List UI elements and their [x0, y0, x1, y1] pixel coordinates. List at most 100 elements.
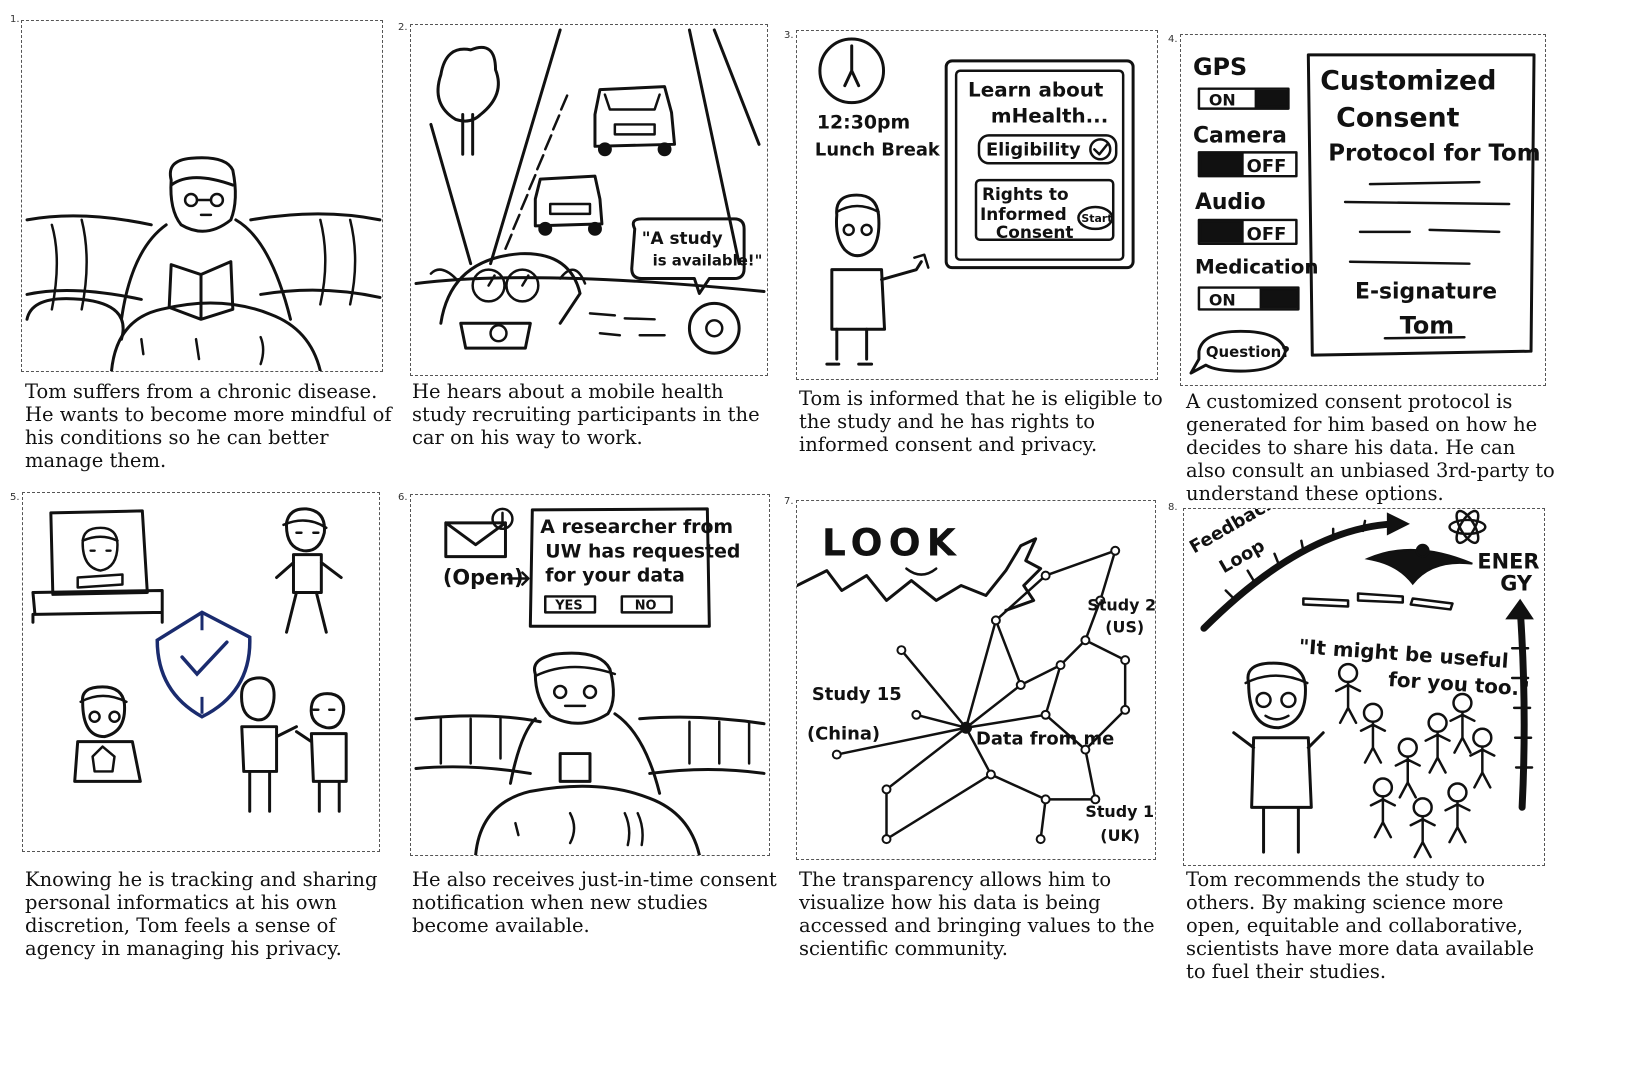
panel-number: 7. [784, 496, 794, 507]
network-edge [885, 773, 993, 841]
network-edge [1039, 798, 1047, 841]
energy-line-2: GY [1500, 572, 1533, 596]
toggle-audio-label: Audio [1195, 190, 1266, 215]
crowd-person [1424, 712, 1451, 774]
study-b-line-1: Study 15 [812, 684, 902, 705]
network-node [1080, 635, 1091, 646]
network-edge [1084, 708, 1127, 751]
network-edge [989, 773, 1047, 801]
network-node [985, 769, 996, 780]
notification-line-2: UW has requested [545, 541, 740, 563]
panel-6-caption: He also receives just-in-time consent no… [412, 868, 777, 937]
network-node [1055, 660, 1066, 671]
panel-2-drawing: "A study is available!" [414, 28, 766, 355]
network-node [1090, 794, 1101, 805]
shield-icon [155, 610, 252, 719]
network-node [1120, 704, 1131, 715]
notification-card [528, 507, 711, 628]
network-node [1080, 744, 1091, 755]
panel-1-illustration [21, 20, 383, 372]
network-edge [1019, 663, 1062, 687]
crowd-person [1369, 777, 1397, 839]
panel-number: 8. [1168, 502, 1178, 513]
doc-title-2: Consent [1336, 102, 1459, 133]
notification-line-3: for your data [545, 565, 685, 587]
no-button [620, 595, 673, 614]
study-c-line-1: Study 13 [1085, 802, 1155, 821]
network-node [1035, 834, 1046, 845]
crowd-person [1394, 737, 1421, 799]
network-edge [964, 726, 993, 776]
study-c-line-2: (UK) [1100, 826, 1140, 845]
network-edge [1099, 549, 1117, 602]
network-edge [1059, 638, 1087, 667]
start-button [1077, 205, 1114, 231]
panel-number: 5. [10, 492, 20, 503]
energy-line-1: ENER [1477, 550, 1539, 574]
crowd-person [1334, 662, 1362, 725]
screen-title-1: Learn about [968, 79, 1104, 102]
crowd [1334, 662, 1496, 859]
toggle-medication-label: Medication [1195, 256, 1319, 279]
panel-4-drawing: GPS ON Camera OFF Audio OFF Medication O… [1189, 53, 1541, 375]
time-label: Lunch Break [815, 139, 941, 160]
network-edge [964, 683, 1022, 729]
time-text: 12:30pm [817, 111, 910, 133]
panel-1-drawing [25, 156, 382, 371]
panel-3-illustration: 12:30pm Lunch Break Learn about mHealth.… [796, 30, 1158, 380]
panel-8-caption: Tom recommends the study to others. By m… [1186, 868, 1535, 983]
network-edge [900, 648, 968, 729]
network-edge [964, 619, 998, 729]
network-node [911, 709, 922, 720]
study-b-line-2: (China) [807, 724, 880, 745]
network-node [1040, 709, 1051, 720]
network-node [1040, 570, 1051, 581]
network-node [881, 784, 892, 795]
esignature-label: E-signature [1355, 279, 1497, 304]
eligibility-box [977, 134, 1118, 165]
network-edge [885, 726, 968, 791]
question-bubble [1189, 329, 1287, 375]
doc-title-3: Protocol for Tom [1328, 140, 1540, 166]
panel-number: 3. [784, 30, 794, 41]
network-edge [1084, 638, 1127, 662]
panel-1-caption: Tom suffers from a chronic disease. He w… [25, 380, 392, 472]
network-edge [964, 713, 1047, 729]
toggle-audio-state: OFF [1247, 224, 1287, 245]
network-graph [831, 545, 1131, 845]
panel-8-illustration: Feedback Loop ENER GY "It might be usefu… [1183, 508, 1545, 866]
rights-line-3: Consent [996, 222, 1074, 242]
network-edge [994, 619, 1022, 687]
panel-2-illustration: "A study is available!" [410, 24, 768, 376]
panel-4-illustration: GPS ON Camera OFF Audio OFF Medication O… [1180, 34, 1546, 386]
quote-line-1: "It might be useful [1298, 635, 1509, 673]
crowd-person [1449, 692, 1476, 754]
speech-line-2: is available!" [653, 252, 763, 270]
network-node [831, 749, 842, 760]
study-a-line-2: (US) [1105, 617, 1144, 636]
network-center-node [960, 721, 973, 734]
network-node [990, 615, 1001, 626]
panel-6-drawing: (Open) A researcher from UW has requeste… [414, 507, 766, 855]
toggle-camera-label: Camera [1193, 123, 1287, 148]
panel-2-caption: He hears about a mobile health study rec… [412, 380, 760, 449]
crowd-person [1409, 797, 1436, 859]
doc-title-1: Customized [1320, 66, 1496, 97]
atom-icon [1448, 509, 1487, 545]
network-edge [1084, 748, 1097, 801]
panel-number: 2. [398, 22, 408, 33]
toggle-audio [1197, 218, 1298, 246]
speech-line-1: "A study [642, 228, 723, 248]
crowd-person [1444, 782, 1471, 844]
question-text: Question? [1206, 343, 1290, 361]
panel-number: 6. [398, 492, 408, 503]
panel-5-illustration [22, 492, 380, 852]
toggle-camera-state: OFF [1247, 156, 1287, 177]
network-edge [835, 726, 968, 756]
network-node [1095, 595, 1106, 606]
notification-line-1: A researcher from [540, 516, 733, 538]
yes-button [544, 595, 597, 614]
network-node [1040, 794, 1051, 805]
crowd-person [1469, 727, 1496, 789]
toggle-gps-label: GPS [1193, 53, 1247, 81]
